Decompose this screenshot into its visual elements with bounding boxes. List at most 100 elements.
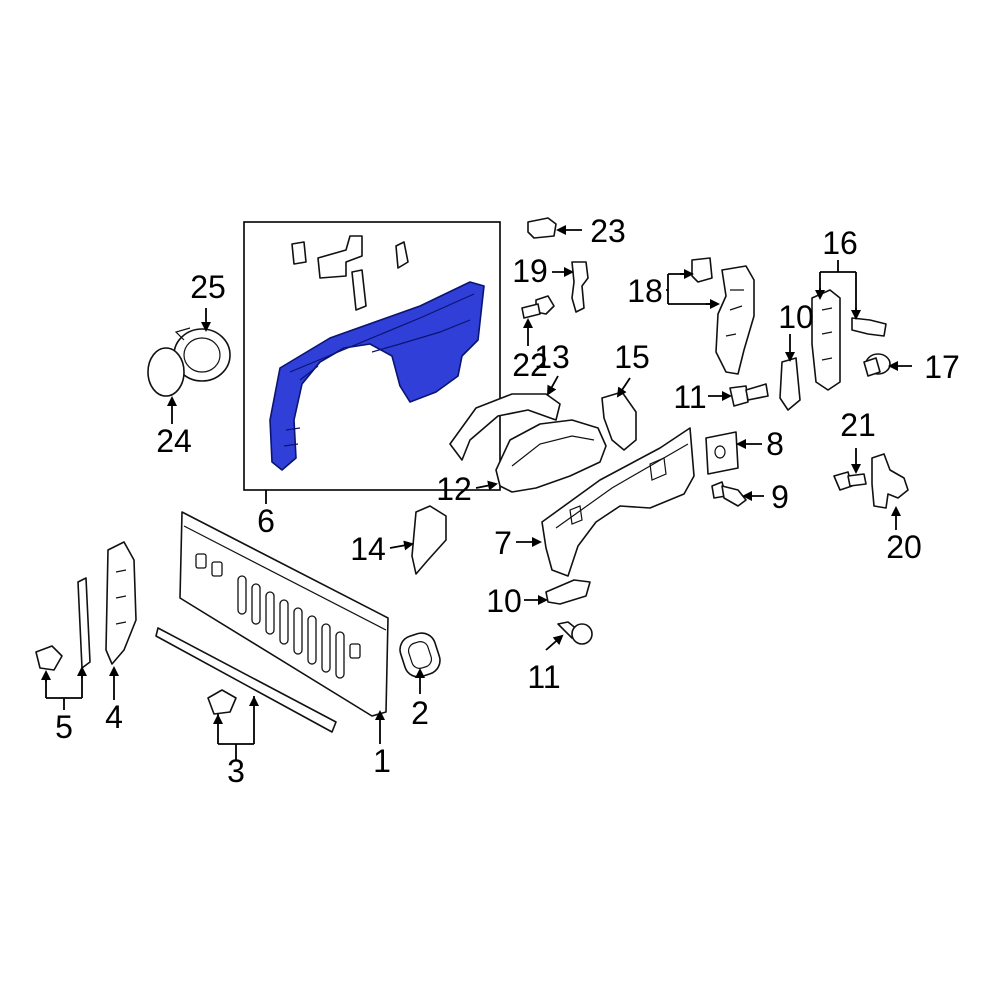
callout-11-lower: 11 xyxy=(527,659,560,695)
rivet-22-shank xyxy=(521,303,541,319)
part-7-inner-panel[interactable] xyxy=(541,427,695,577)
leader-13 xyxy=(547,375,559,396)
leader-15 xyxy=(616,377,631,398)
part-16-bolt[interactable] xyxy=(851,317,887,337)
leader-lines xyxy=(41,225,912,760)
seal-3 xyxy=(155,627,337,733)
part-15-bracket[interactable] xyxy=(601,391,637,451)
part-5-screw[interactable] xyxy=(35,645,63,671)
leader-18 xyxy=(666,273,718,305)
part-21-bolt[interactable] xyxy=(833,471,867,491)
part-10-bracket-upper[interactable] xyxy=(779,357,801,411)
part-1-tailgate[interactable] xyxy=(179,511,389,717)
part-8-plate[interactable] xyxy=(705,431,739,475)
part-3-screw[interactable] xyxy=(207,689,237,715)
bracket-18-detail xyxy=(725,289,744,337)
callout-16: 16 xyxy=(822,225,858,261)
callout-17: 17 xyxy=(924,349,960,385)
callout-3: 3 xyxy=(227,753,245,789)
bolt-16 xyxy=(851,317,887,337)
callout-11-upper: 11 xyxy=(673,379,706,415)
bracket-c xyxy=(395,241,409,269)
leader-5 xyxy=(45,668,83,710)
bolt-9-shank xyxy=(721,485,747,507)
bracket-19 xyxy=(571,261,589,313)
callout-4: 4 xyxy=(105,699,123,735)
callout-20: 20 xyxy=(886,529,922,565)
part-22-rivet[interactable] xyxy=(521,295,555,319)
bracket-15 xyxy=(601,391,637,451)
bolt-11-upper-shank xyxy=(745,383,769,401)
screw-3 xyxy=(207,689,237,715)
part-9-bolt[interactable] xyxy=(711,481,747,507)
leader-11-lower xyxy=(545,634,564,651)
callout-numbers: 1 2 3 4 5 6 7 8 9 10 10 11 11 12 13 14 1… xyxy=(55,213,960,789)
bolt-11-upper-head xyxy=(729,385,749,407)
part-3-seal[interactable] xyxy=(155,627,337,733)
striker-20 xyxy=(871,453,909,509)
part-11-bolt-upper[interactable] xyxy=(729,383,769,407)
panel-crease xyxy=(299,319,471,381)
callout-21: 21 xyxy=(840,407,876,443)
part-2-bezel[interactable] xyxy=(396,629,443,680)
part-6-group[interactable] xyxy=(243,221,501,491)
callout-12: 12 xyxy=(436,471,472,507)
nut-18 xyxy=(691,257,713,283)
inner-panel-7 xyxy=(541,427,695,577)
callout-22: 22 xyxy=(512,347,548,383)
part-4-post[interactable] xyxy=(105,541,137,665)
tailgate-1-edge xyxy=(183,525,387,631)
wheelhouse-12 xyxy=(495,419,607,493)
plate-8 xyxy=(705,431,739,475)
callout-24: 24 xyxy=(156,423,192,459)
part-12-wheelhouse[interactable] xyxy=(495,419,607,493)
fuel-housing-tab xyxy=(174,327,191,341)
fuel-housing-inner xyxy=(183,337,221,373)
part-10-bracket-lower[interactable] xyxy=(545,579,591,605)
part-18-bracket[interactable] xyxy=(691,257,755,375)
callout-6: 6 xyxy=(257,503,275,539)
callout-19: 19 xyxy=(512,253,548,289)
liner-13 xyxy=(449,393,561,461)
part-16-pillar[interactable] xyxy=(811,289,841,391)
inner-side-panel-highlighted[interactable] xyxy=(269,281,485,471)
nut-17-body xyxy=(863,357,881,377)
bezel-2-inner xyxy=(407,641,433,669)
strip-5 xyxy=(77,577,91,669)
panel-edge xyxy=(289,293,475,373)
bezel-2 xyxy=(399,632,441,678)
callout-25: 25 xyxy=(190,269,226,305)
wheelhouse-12-rib xyxy=(511,435,595,467)
bracket-18 xyxy=(715,265,755,375)
callout-10-upper: 10 xyxy=(778,299,814,335)
part-17-nut[interactable] xyxy=(863,353,891,377)
bracket-10-lower xyxy=(545,579,591,605)
callout-9: 9 xyxy=(771,479,789,515)
part-5-strip[interactable] xyxy=(77,577,91,669)
callout-2: 2 xyxy=(411,695,429,731)
part-24-fuel-door[interactable] xyxy=(147,347,185,397)
leader-3 xyxy=(217,696,255,760)
bolt-11-lower-head xyxy=(571,623,593,645)
callout-10-lower: 10 xyxy=(486,583,522,619)
tailgate-slots xyxy=(195,553,361,679)
clip-23 xyxy=(527,217,557,239)
callout-7: 7 xyxy=(494,525,512,561)
callout-13: 13 xyxy=(534,339,570,375)
part-14-bracket[interactable] xyxy=(411,505,447,575)
part-19-bracket[interactable] xyxy=(571,261,589,313)
callout-1: 1 xyxy=(373,743,391,779)
bracket-d xyxy=(351,269,367,311)
callout-5: 5 xyxy=(55,709,73,745)
callout-8: 8 xyxy=(766,426,784,462)
part-20-striker[interactable] xyxy=(871,453,909,509)
part-13-liner[interactable] xyxy=(449,393,561,461)
leader-12 xyxy=(475,480,498,491)
part-11-bolt-lower[interactable] xyxy=(557,621,593,645)
pillar-16-holes xyxy=(821,307,833,361)
part-23-clip[interactable] xyxy=(527,217,557,239)
leader-16 xyxy=(819,260,857,318)
callout-14: 14 xyxy=(350,531,386,567)
bracket-14 xyxy=(411,505,447,575)
